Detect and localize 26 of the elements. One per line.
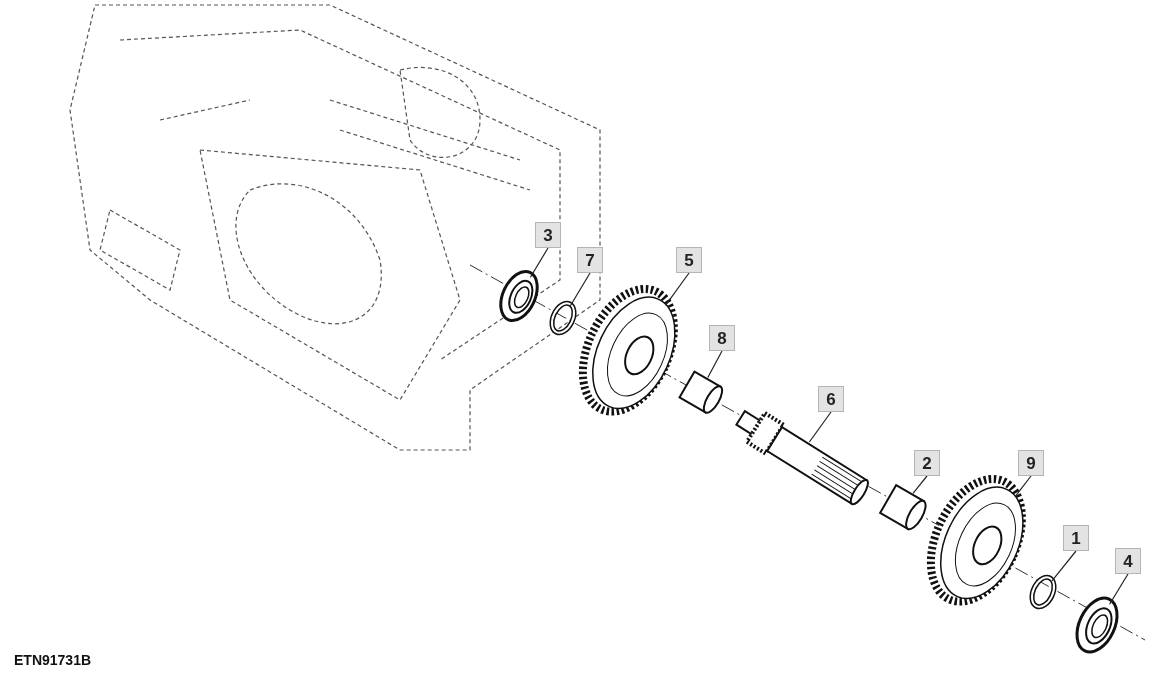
callout-number: 3 — [535, 222, 561, 248]
leader-line — [1014, 475, 1032, 498]
gear-drawing — [578, 285, 678, 416]
leader-line — [529, 247, 549, 278]
leader-line — [808, 411, 832, 443]
callout-number: 7 — [577, 247, 603, 273]
leader-line — [707, 350, 723, 379]
leader-line — [665, 272, 690, 306]
callout-number: 1 — [1063, 525, 1089, 551]
leader-line — [569, 272, 591, 307]
callout-number: 8 — [709, 325, 735, 351]
snap-ring-drawing — [1029, 574, 1057, 610]
leader-line — [1051, 550, 1077, 582]
bearing-drawing — [1075, 596, 1119, 654]
leader-line — [1109, 573, 1129, 605]
shaft-drawing — [735, 409, 869, 506]
gear-drawing — [926, 475, 1026, 606]
leader-line — [912, 475, 928, 494]
callout-number: 4 — [1115, 548, 1141, 574]
callout-number: 6 — [818, 386, 844, 412]
figure-code: ETN91731B — [14, 652, 92, 668]
callout-number: 5 — [676, 247, 702, 273]
snap-ring-drawing — [549, 300, 577, 336]
callout-number: 2 — [914, 450, 940, 476]
bearing-drawing — [499, 270, 539, 322]
callout-number: 9 — [1018, 450, 1044, 476]
